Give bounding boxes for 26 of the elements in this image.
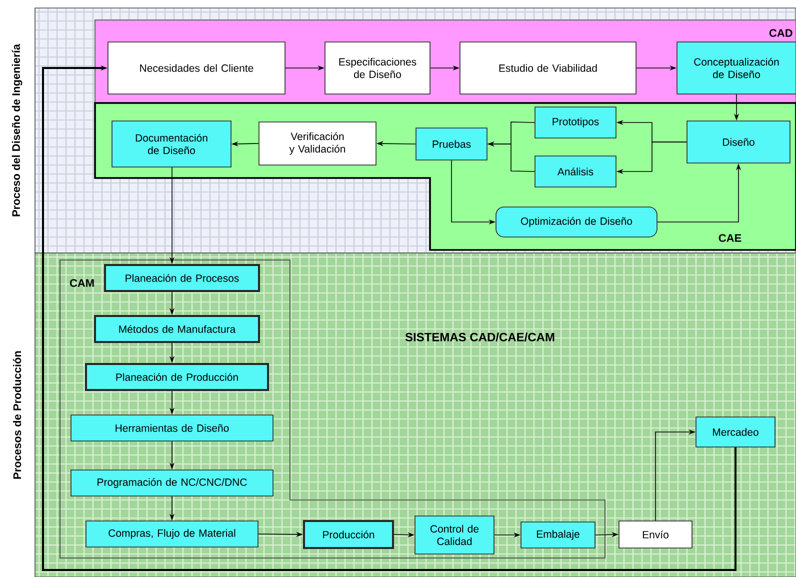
process-box: Diseño (686, 120, 790, 164)
node-label: Proceso del Diseño de Ingeniería (12, 44, 22, 216)
process-box: Planeación de Producción (85, 363, 269, 391)
process-box: Control de Calidad (414, 516, 494, 554)
process-box: Envío (618, 520, 692, 548)
process-box: Estudio de Viabilidad (460, 42, 636, 94)
process-box: Verificación y Validación (258, 122, 376, 166)
process-box: Especificaciones de Diseño (324, 42, 430, 94)
process-box: Métodos de Manufactura (94, 315, 260, 343)
process-box: Documentación de Diseño (112, 120, 232, 168)
process-box: Pruebas (416, 128, 488, 160)
process-box: Planeación de Procesos (104, 264, 260, 292)
process-box: Compras, Flujo de Material (86, 520, 258, 548)
process-box: Necesidades del Cliente (108, 42, 286, 94)
process-box: Conceptualización de Diseño (676, 42, 796, 94)
process-box: Producción (303, 520, 394, 549)
process-box: Programación de NC/CNC/DNC (70, 470, 274, 496)
node-label: Procesos de Producción (12, 351, 22, 479)
process-box: Análisis (534, 156, 616, 188)
process-box: Prototipos (534, 106, 616, 138)
process-box: Mercadeo (696, 416, 776, 448)
heading-label: SISTEMAS CAD/CAE/CAM (405, 332, 554, 342)
process-box: Herramientas de Diseño (70, 414, 274, 442)
arrow (42, 65, 736, 571)
process-box: Optimización de Diseño (496, 206, 658, 238)
process-box: Embalaje (520, 522, 596, 548)
